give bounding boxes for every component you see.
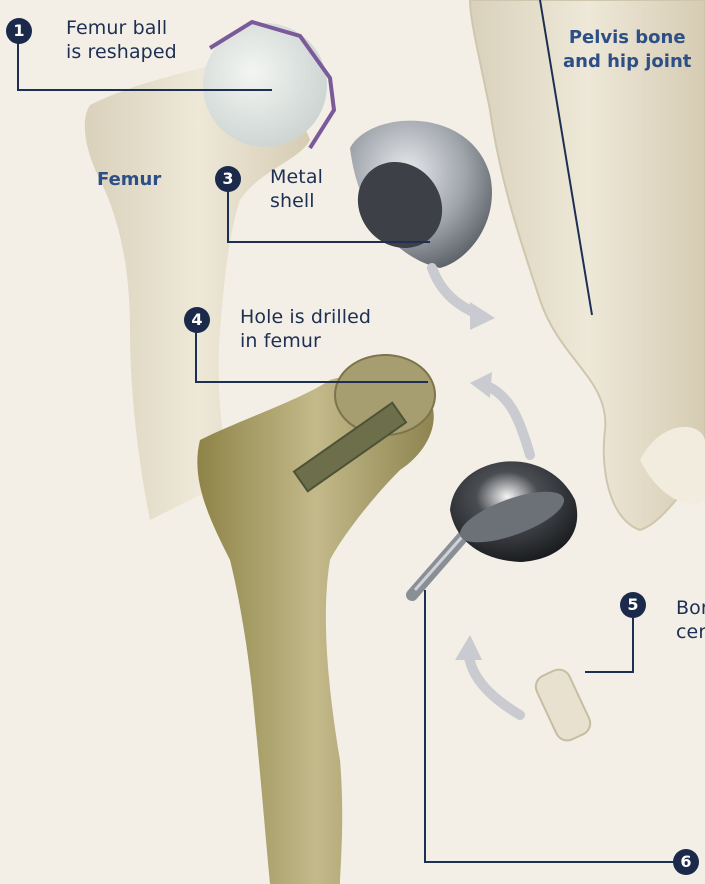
step-3-line-1: Metal <box>270 165 323 189</box>
step-1-label: Femur ball is reshaped <box>66 16 177 64</box>
implant-cap <box>412 461 577 595</box>
step-5-line-1: Bon <box>676 596 705 620</box>
femur-bone-lower <box>197 355 435 884</box>
step-5-line-2: cer <box>676 620 705 644</box>
step-5-badge: 5 <box>620 592 646 618</box>
pelvis-label: Pelvis bone and hip joint <box>563 26 691 74</box>
step-3-label: Metal shell <box>270 165 323 213</box>
pelvis-label-line-2: and hip joint <box>563 50 691 74</box>
pelvis-label-line-1: Pelvis bone <box>563 26 691 50</box>
step-4-label: Hole is drilled in femur <box>240 305 371 353</box>
step-4-badge: 4 <box>184 307 210 333</box>
femur-label: Femur <box>97 168 161 192</box>
step-1-badge: 1 <box>6 18 32 44</box>
step-4-line-1: Hole is drilled <box>240 305 371 329</box>
bone-cement-plug <box>532 666 594 745</box>
pelvis-bone <box>470 0 705 530</box>
metal-shell <box>340 121 492 268</box>
step-1-line-1: Femur ball <box>66 16 177 40</box>
step-6-badge: 6 <box>673 849 699 875</box>
step-5-label: Bon cer <box>676 596 705 644</box>
step-4-line-2: in femur <box>240 329 371 353</box>
step-3-line-2: shell <box>270 189 323 213</box>
step-3-badge: 3 <box>215 166 241 192</box>
step-1-line-2: is reshaped <box>66 40 177 64</box>
